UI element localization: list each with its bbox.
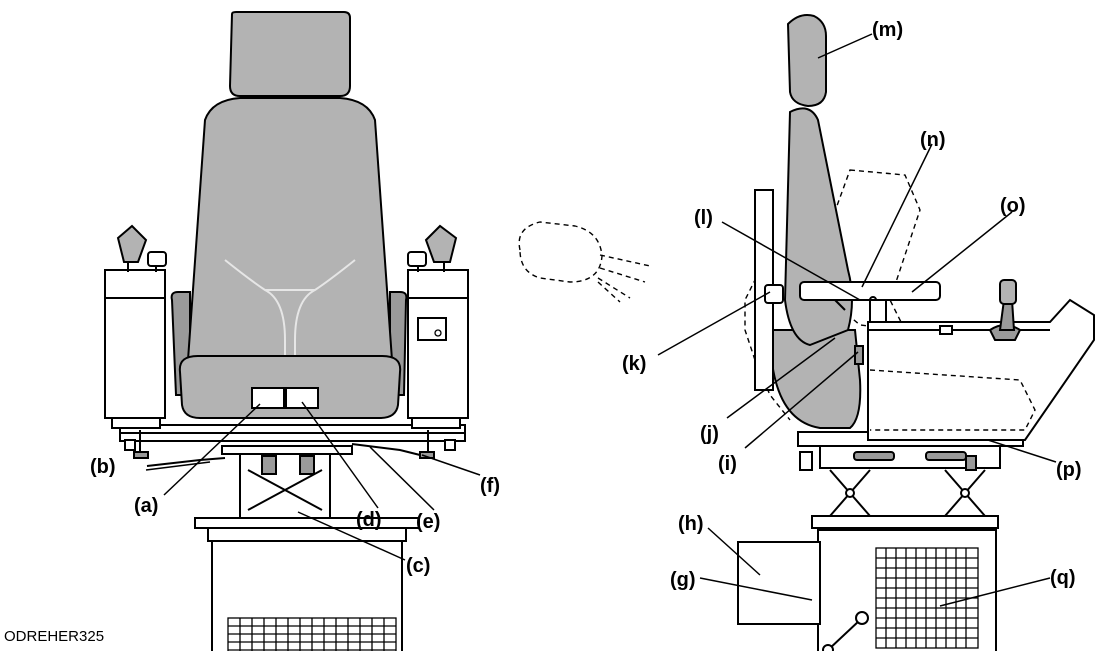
leader-o bbox=[911, 211, 1013, 293]
side-view bbox=[737, 14, 1095, 651]
front-adjust-handle-d bbox=[285, 387, 319, 409]
leader-b bbox=[145, 461, 211, 471]
leader-n bbox=[861, 143, 933, 288]
leader-lines bbox=[145, 33, 1057, 607]
swing-arc-ghost bbox=[518, 221, 651, 303]
callout-b: (b) bbox=[90, 456, 116, 478]
callout-l: (l) bbox=[694, 207, 713, 229]
leader-i bbox=[744, 351, 859, 449]
front-right-console bbox=[407, 224, 469, 429]
callout-g: (g) bbox=[670, 569, 696, 591]
callout-p: (p) bbox=[1056, 459, 1082, 481]
side-joystick bbox=[988, 279, 1022, 341]
callout-j: (j) bbox=[700, 423, 719, 445]
leader-m bbox=[817, 33, 873, 59]
front-left-joystick bbox=[116, 224, 167, 272]
side-console bbox=[867, 279, 1095, 441]
leader-p bbox=[987, 439, 1057, 463]
leader-e bbox=[369, 446, 435, 511]
figure-code: ODREHER325 bbox=[4, 628, 105, 645]
leader-h bbox=[707, 527, 761, 576]
callout-q: (q) bbox=[1050, 567, 1076, 589]
leader-q bbox=[939, 577, 1051, 607]
callout-f: (f) bbox=[480, 475, 500, 497]
side-armrest bbox=[799, 281, 941, 323]
front-base-grille bbox=[227, 617, 397, 651]
leader-g bbox=[699, 577, 813, 601]
front-view bbox=[104, 11, 469, 651]
front-scissor-lift bbox=[221, 445, 353, 519]
side-reclined-ghost-lower bbox=[744, 269, 791, 421]
leader-l bbox=[721, 221, 861, 301]
front-backrest-stitching bbox=[224, 259, 356, 360]
front-frame-rail bbox=[119, 424, 466, 459]
callout-m: (m) bbox=[872, 19, 903, 41]
leader-j bbox=[726, 337, 836, 419]
side-base-grille bbox=[875, 547, 979, 649]
callout-labels: (a) (b) (c) (d) (e) (f) (g) (h) (i) (j) … bbox=[90, 19, 1082, 591]
front-handle-e bbox=[351, 443, 421, 456]
callout-n: (n) bbox=[920, 129, 946, 151]
side-base-cabinet bbox=[737, 529, 997, 651]
callout-a: (a) bbox=[134, 495, 158, 517]
callout-k: (k) bbox=[622, 353, 646, 375]
leader-k bbox=[657, 291, 771, 356]
callout-i: (i) bbox=[718, 453, 737, 475]
side-turntable bbox=[811, 515, 999, 529]
front-headrest bbox=[228, 11, 351, 97]
leader-f bbox=[421, 454, 481, 476]
side-headrest bbox=[786, 14, 827, 108]
side-scissor-lift bbox=[799, 445, 1001, 517]
callout-h: (h) bbox=[678, 513, 704, 535]
callout-d: (d) bbox=[356, 509, 382, 531]
leader-a bbox=[163, 403, 261, 496]
side-seat-base bbox=[768, 329, 862, 429]
front-base-cabinet bbox=[207, 526, 407, 651]
front-left-console bbox=[104, 224, 167, 429]
callout-e: (e) bbox=[416, 511, 440, 533]
side-knob-i bbox=[854, 345, 864, 365]
front-right-joystick bbox=[407, 224, 458, 272]
leader-d bbox=[301, 401, 379, 509]
front-seat-cushion bbox=[178, 354, 402, 419]
front-adjust-handle-a bbox=[251, 387, 285, 409]
leader-c bbox=[297, 511, 406, 561]
side-backrest bbox=[783, 107, 853, 347]
callout-c: (c) bbox=[406, 555, 430, 577]
side-base-lever bbox=[822, 611, 869, 651]
callout-o: (o) bbox=[1000, 195, 1026, 217]
front-turntable-plate bbox=[194, 517, 420, 529]
